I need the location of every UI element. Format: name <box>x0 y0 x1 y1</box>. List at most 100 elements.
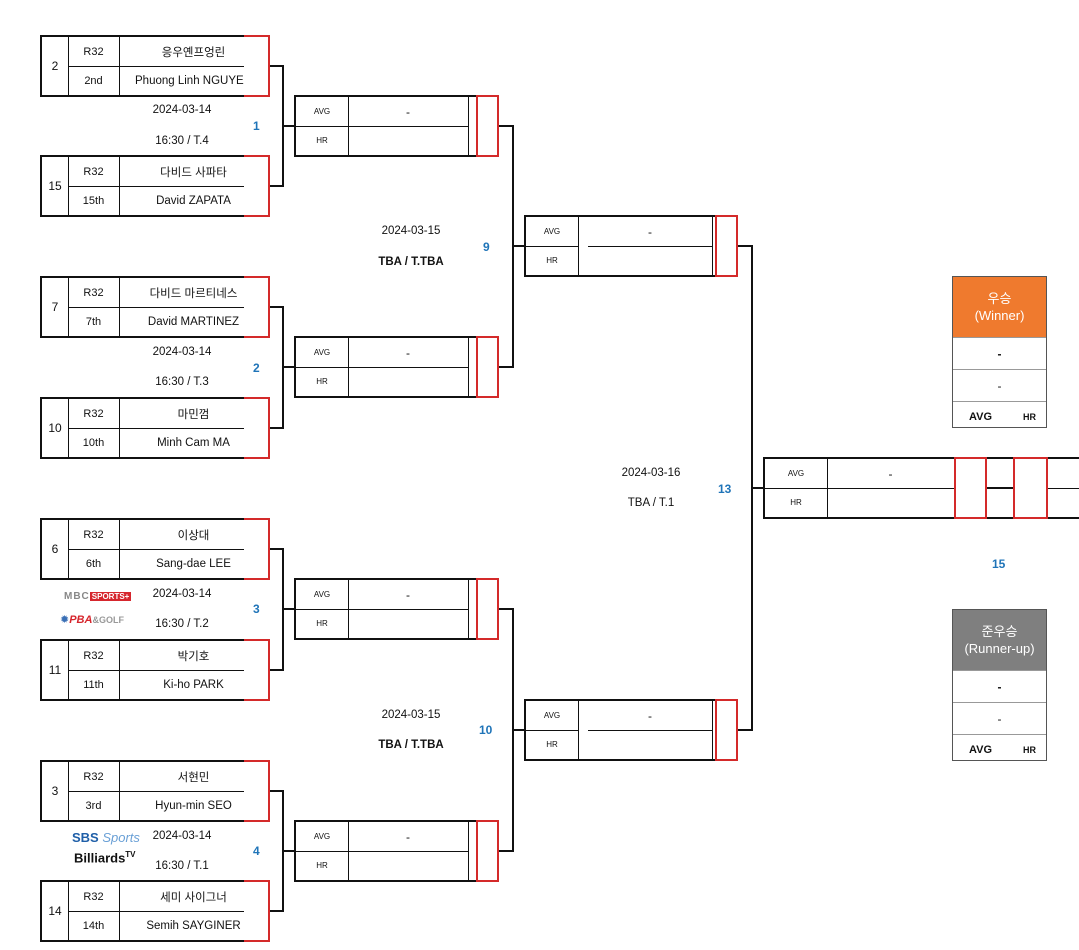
hr-label: HR <box>296 367 349 396</box>
match-number: 4 <box>253 844 260 858</box>
score-cell <box>244 639 270 701</box>
match-number: 13 <box>718 482 732 496</box>
player-box-3: 7 R32 7th 다비드 마르티네스 David MARTINEZ <box>40 276 270 338</box>
score-cell <box>244 276 270 338</box>
runner-up-title: 준우승 <box>981 624 1018 639</box>
bracket-line <box>282 608 294 610</box>
winner-stats: AVG HR <box>953 401 1046 431</box>
match-date: 2024-03-15 <box>381 225 441 237</box>
match-time: 16:30 / T.2 <box>155 618 209 630</box>
winner-header: 우승 (Winner) <box>953 277 1046 337</box>
player-name-kr: 박기호 <box>119 641 268 671</box>
runner-up-name: - <box>953 670 1046 702</box>
avg-label: AVG <box>969 410 993 423</box>
bracket-line <box>282 850 294 852</box>
avg-label: AVG <box>296 580 349 610</box>
bracket-line <box>270 548 283 550</box>
seed-number: 7 <box>42 278 69 336</box>
match-time: 16:30 / T.3 <box>155 376 209 388</box>
player-name-en: Ki-ho PARK <box>163 678 224 691</box>
player-name-en: Minh Cam MA <box>157 436 230 449</box>
bracket-line <box>270 790 283 792</box>
score-cell <box>476 336 499 398</box>
bracket-line <box>738 729 752 731</box>
bracket-line <box>499 850 513 852</box>
score-cell <box>244 760 270 822</box>
match-time: TBA / T.TBA <box>378 739 444 751</box>
player-name-en: Semih SAYGINER <box>146 919 241 932</box>
player-stat <box>588 246 713 275</box>
round-label: R32 <box>68 762 120 792</box>
match-box: AVG HR - <box>294 820 499 882</box>
billiards-tv-logo: BilliardsTV <box>74 850 136 866</box>
round-label: R32 <box>68 157 120 187</box>
hr-label: HR <box>526 246 579 275</box>
player-box-1: 2 R32 2nd 응우옌프엉린 Phuong Linh NGUYEN <box>40 35 270 97</box>
player-name: - <box>348 97 469 127</box>
bracket-line <box>512 729 524 731</box>
match-box: AVG HR - <box>294 578 499 640</box>
bracket-line <box>499 366 513 368</box>
player-stat <box>348 126 469 155</box>
rank-label: 6th <box>68 549 120 578</box>
runner-up-score: - <box>953 702 1046 734</box>
bracket-line <box>282 125 294 127</box>
match-time: 16:30 / T.1 <box>155 860 209 872</box>
bracket-line <box>282 366 294 368</box>
score-cell <box>244 35 270 97</box>
player-stat <box>348 609 469 638</box>
winner-score: - <box>953 369 1046 401</box>
match-date: 2024-03-14 <box>152 104 212 116</box>
player-stat <box>348 367 469 396</box>
round-label: R32 <box>68 882 120 912</box>
seed-number: 3 <box>42 762 69 820</box>
player-name: - <box>588 701 713 731</box>
round-label: R32 <box>68 520 120 550</box>
winner-title: 우승 <box>987 291 1012 306</box>
round-label: R32 <box>68 37 120 67</box>
player-box-4: 10 R32 10th 마민껌 Minh Cam MA <box>40 397 270 459</box>
bracket-line <box>499 125 513 127</box>
match-date: 2024-03-16 <box>621 467 681 479</box>
hr-label: HR <box>296 609 349 638</box>
avg-label: AVG <box>526 701 579 731</box>
seed-number: 10 <box>42 399 69 457</box>
score-cell <box>954 457 987 519</box>
seed-number: 14 <box>42 882 69 940</box>
player-name-kr: 다비드 마르티네스 <box>119 278 268 308</box>
player-box-7: 3 R32 3rd 서현민 Hyun-min SEO <box>40 760 270 822</box>
player-name-en: Hyun-min SEO <box>155 799 232 812</box>
player-name-kr: 서현민 <box>119 762 268 792</box>
avg-label: AVG <box>765 459 828 489</box>
rank-label: 11th <box>68 670 120 699</box>
player-name-kr: 마민껌 <box>119 399 268 429</box>
bracket-line <box>270 910 283 912</box>
rank-label: 3rd <box>68 791 120 820</box>
player-box-6: 11 R32 11th 박기호 Ki-ho PARK <box>40 639 270 701</box>
match-box: AVG HR - <box>524 215 738 277</box>
rank-label: 15th <box>68 186 120 215</box>
score-cell <box>715 699 738 761</box>
bracket-line <box>270 306 283 308</box>
bracket-line <box>512 245 524 247</box>
player-name: - <box>827 459 955 489</box>
hr-label: HR <box>1023 411 1036 422</box>
bracket-line <box>270 427 283 429</box>
match-date: 2024-03-14 <box>152 830 212 842</box>
runner-up-panel: 준우승 (Runner-up) - - AVG HR <box>952 609 1047 761</box>
winner-panel: 우승 (Winner) - - AVG HR <box>952 276 1047 428</box>
bracket-line <box>751 487 763 489</box>
score-cell <box>476 820 499 882</box>
match-number: 10 <box>479 723 493 737</box>
player-name-kr: 응우옌프엉린 <box>119 37 268 67</box>
player-stat <box>588 730 713 759</box>
match-number: 9 <box>483 240 490 254</box>
player-name: - <box>348 822 469 852</box>
bracket-line <box>270 669 283 671</box>
round-label: R32 <box>68 278 120 308</box>
bracket-line <box>499 608 513 610</box>
pba-golf-logo: ✹PBA&GOLF <box>60 614 124 626</box>
hr-label: HR <box>765 488 828 517</box>
player-name: - <box>348 338 469 368</box>
